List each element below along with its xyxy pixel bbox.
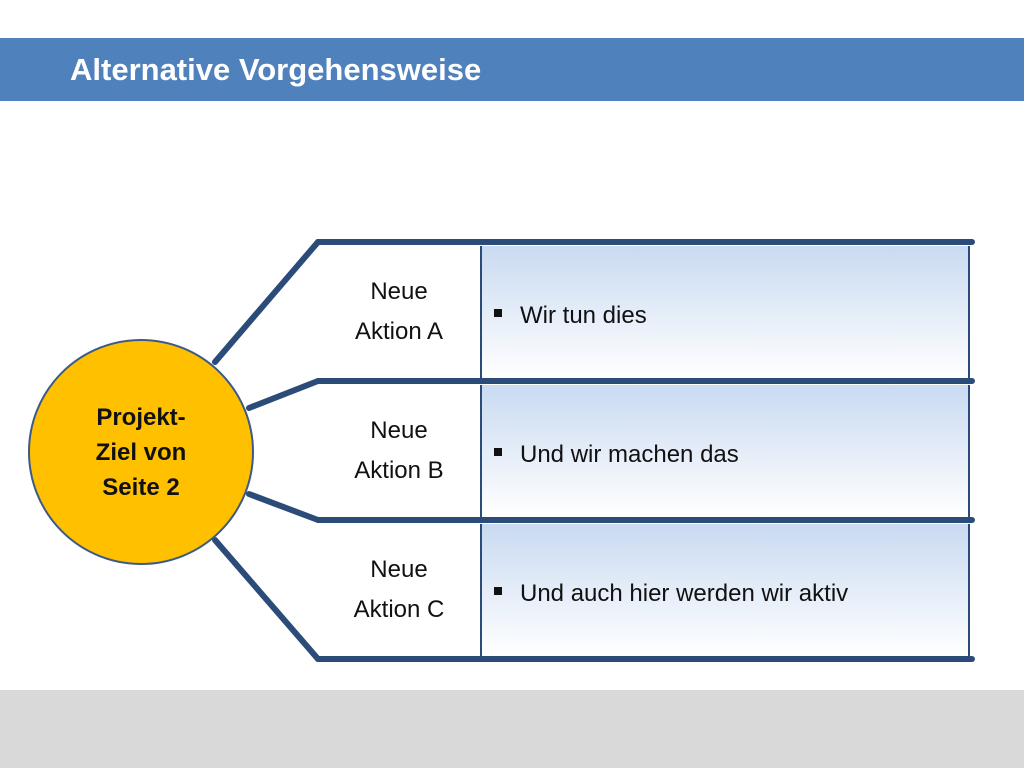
action-label-c: Neue Aktion C <box>353 556 445 623</box>
action-detail-a: Wir tun dies <box>520 302 647 329</box>
connector-c <box>246 491 321 523</box>
slide-title: Alternative Vorgehensweise <box>70 52 482 87</box>
square-bullet-icon <box>494 448 502 456</box>
action-cell-a: Wir tun dies <box>480 246 970 378</box>
action-label-b: Neue Aktion B <box>354 417 444 484</box>
project-goal-circle: Projekt- Ziel von Seite 2 <box>28 339 254 565</box>
action-detail-row-b: Und wir machen das <box>494 435 739 475</box>
action-cell-b: Und wir machen das <box>480 385 970 517</box>
connector-a <box>212 239 321 365</box>
action-label-a: Neue Aktion A <box>354 278 444 345</box>
action-detail-row-c: Und auch hier werden wir aktiv <box>494 574 848 614</box>
connector-b <box>246 378 321 411</box>
action-cell-c: Und auch hier werden wir aktiv <box>480 524 970 656</box>
title-bar <box>0 38 1024 101</box>
project-goal-label: Projekt- Ziel von Seite 2 <box>95 403 187 501</box>
action-detail-row-a: Wir tun dies <box>494 296 647 336</box>
action-detail-b: Und wir machen das <box>520 441 739 468</box>
footer-bar <box>0 690 1024 768</box>
square-bullet-icon <box>494 587 502 595</box>
square-bullet-icon <box>494 309 502 317</box>
connector-d <box>212 537 321 662</box>
action-detail-c: Und auch hier werden wir aktiv <box>520 580 849 607</box>
